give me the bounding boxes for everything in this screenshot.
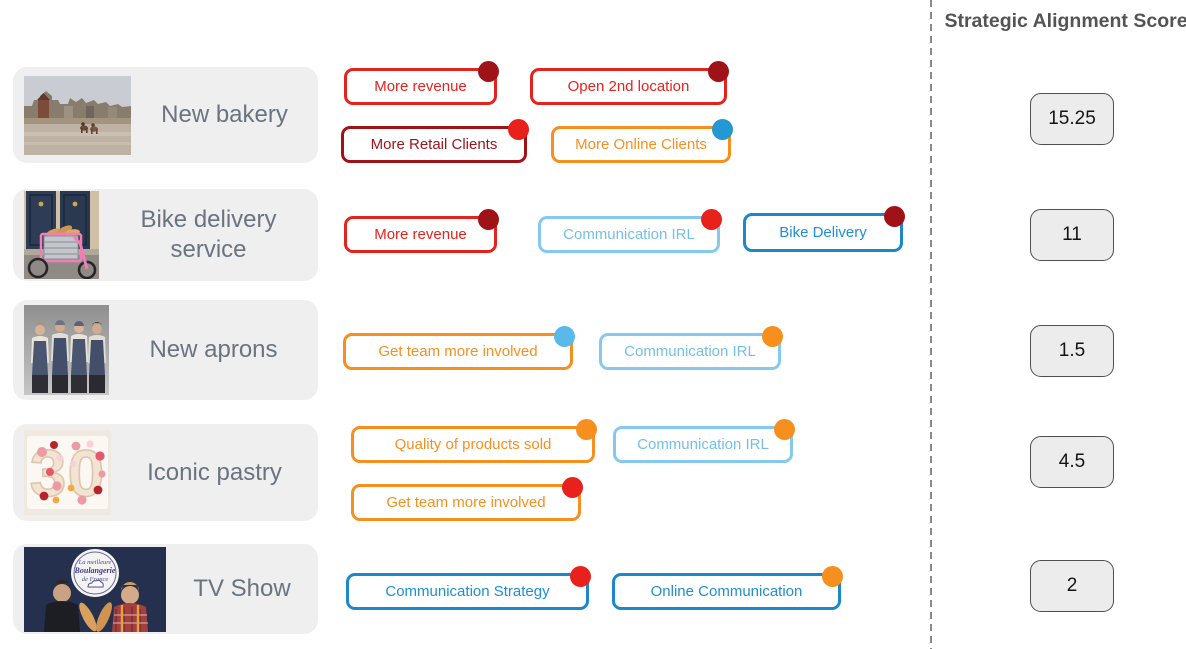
project-card-new-aprons[interactable]: New aprons [13, 300, 318, 400]
chip-label: Communication Strategy [385, 583, 550, 600]
new-aprons-photo [24, 305, 109, 395]
chip-bike-delivery[interactable]: Bike Delivery [743, 206, 905, 252]
project-label: Iconic pastry [147, 458, 282, 486]
chip-more-revenue[interactable]: More revenue [344, 209, 499, 253]
project-card-bike-delivery[interactable]: Bike delivery service [13, 189, 318, 281]
status-dot-icon [774, 419, 795, 440]
status-dot-icon [562, 477, 583, 498]
project-card-iconic-pastry[interactable]: 3 0 Iconic pastry [13, 424, 318, 521]
project-label: New bakery [161, 101, 288, 128]
svg-text:de France: de France [82, 576, 109, 583]
score-box-bike-delivery: 11 [1030, 209, 1114, 261]
status-dot-icon [708, 61, 729, 82]
project-card-new-bakery[interactable]: New bakery [13, 67, 318, 163]
chip-more-revenue[interactable]: More revenue [344, 61, 499, 105]
tv-show-photo: La meilleure Boulangerie de France [24, 546, 166, 632]
chip-label: More Retail Clients [370, 136, 498, 153]
chip-label: Open 2nd location [567, 78, 690, 95]
chip-label: Online Communication [650, 583, 803, 600]
score-value: 2 [1066, 575, 1078, 596]
status-dot-icon [884, 206, 905, 227]
status-dot-icon [712, 119, 733, 140]
chip-communication-irl[interactable]: Communication IRL [538, 209, 722, 253]
project-label: TV Show [193, 575, 291, 602]
chip-online-communication[interactable]: Online Communication [612, 566, 843, 610]
chip-open-2nd-location[interactable]: Open 2nd location [530, 61, 729, 105]
chip-get-team-more-involved[interactable]: Get team more involved [351, 477, 583, 521]
chip-label: More revenue [374, 226, 467, 243]
status-dot-icon [762, 326, 783, 347]
score-box-tv-show: 2 [1030, 560, 1114, 612]
chip-label: Communication IRL [563, 226, 695, 243]
project-label: New aprons [149, 336, 278, 363]
chip-label: More Online Clients [575, 136, 707, 153]
score-box-new-aprons: 1.5 [1030, 325, 1114, 377]
status-dot-icon [554, 326, 575, 347]
status-dot-icon [701, 209, 722, 230]
chip-label: Communication IRL [624, 343, 756, 360]
dashed-divider-line [930, 0, 932, 649]
chip-get-team-more-involved[interactable]: Get team more involved [343, 326, 575, 370]
chip-more-retail-clients[interactable]: More Retail Clients [341, 119, 529, 163]
status-dot-icon [478, 209, 499, 230]
chip-label: Communication IRL [637, 436, 769, 453]
new-bakery-photo [24, 75, 131, 155]
project-label: Bike delivery service [140, 206, 277, 263]
score-value: 4.5 [1058, 451, 1086, 472]
chip-communication-irl[interactable]: Communication IRL [599, 326, 783, 370]
score-value: 11 [1062, 224, 1082, 245]
score-value: 15.25 [1048, 108, 1096, 129]
chip-communication-strategy[interactable]: Communication Strategy [346, 566, 591, 610]
chip-quality-of-products-sold[interactable]: Quality of products sold [351, 419, 597, 463]
status-dot-icon [478, 61, 499, 82]
chip-label: Quality of products sold [394, 436, 552, 453]
status-dot-icon [822, 566, 843, 587]
svg-text:La meilleure: La meilleure [78, 559, 112, 566]
score-box-new-bakery: 15.25 [1030, 93, 1114, 145]
chip-more-online-clients[interactable]: More Online Clients [551, 119, 733, 163]
chip-label: More revenue [374, 78, 467, 95]
score-box-iconic-pastry: 4.5 [1030, 436, 1114, 488]
bike-delivery-photo [24, 191, 99, 279]
score-column-header: Strategic Alignment Score [944, 10, 1186, 32]
chip-label: Get team more involved [378, 343, 538, 360]
chip-label: Bike Delivery [779, 224, 867, 241]
status-dot-icon [508, 119, 529, 140]
iconic-pastry-photo: 3 0 [24, 430, 111, 515]
svg-text:Boulangerie: Boulangerie [74, 566, 116, 575]
chip-communication-irl[interactable]: Communication IRL [613, 419, 795, 463]
score-value: 1.5 [1058, 340, 1086, 361]
project-card-tv-show[interactable]: La meilleure Boulangerie de France TV Sh… [13, 544, 318, 634]
status-dot-icon [576, 419, 597, 440]
status-dot-icon [570, 566, 591, 587]
chip-label: Get team more involved [386, 494, 546, 511]
